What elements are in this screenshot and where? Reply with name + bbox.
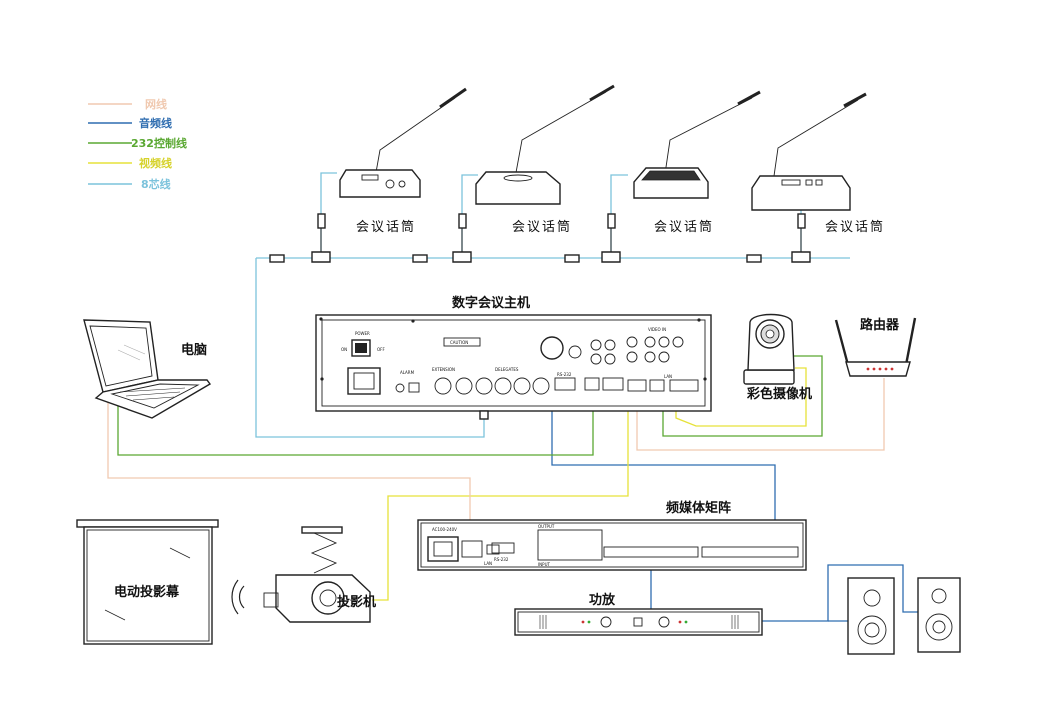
conference-mic-3 [601,90,761,263]
host-caution-text: CAUTION [450,340,468,345]
projection-screen-icon [76,519,219,645]
mic-4-label: 会议话筒 [825,219,885,235]
legend-network-label: 网线 [145,97,167,111]
laptop-icon [83,319,212,419]
legend-video-label: 视频线 [139,156,172,170]
legend-rs232-label: 232控制线 [131,136,187,150]
host-extension-text: EXTENSION [432,367,455,372]
matrix-label: 频媒体矩阵 [666,500,731,516]
host-alarm-text: ALARM [400,370,415,375]
host-lan-text: LAN [664,374,672,379]
projector-icon [263,526,371,623]
screen-label: 电动投影幕 [114,584,180,600]
camera-label: 彩色摄像机 [746,386,812,402]
conference-mic-4 [751,92,867,263]
mic-2-label: 会议话筒 [512,219,572,235]
matrix-input-text: INPUT [538,562,551,567]
host-video-text: VIDEO IN [648,327,666,332]
chain-connectors [269,254,762,263]
conference-mic-1 [311,87,467,263]
matrix-lan-text: LAN [484,561,492,566]
host-label: 数字会议主机 [452,295,530,311]
cables-network [107,378,885,548]
mic-3-label: 会议话筒 [654,219,714,235]
legend-8core-label: 8芯线 [141,177,171,191]
amplifier-unit [514,608,763,636]
router-icon [834,317,917,377]
matrix-rs232-text: RS-232 [494,557,509,562]
conference-host-unit: POWER ON OFF CAUTION ALARM EXTENSION DEL… [315,314,712,420]
matrix-output-text: OUTPUT [538,524,555,529]
legend: 网线 音频线 232控制线 视频线 8芯线 [88,97,187,191]
projector-label: 投影机 [337,594,376,610]
matrix-ac-text: AC100-240V [432,527,457,532]
cables-rs232 [117,355,823,456]
host-delegates-text: DELEGATES [495,367,519,372]
host-on-text: ON [341,347,347,352]
conference-mic-2 [452,84,615,263]
legend-audio-label: 音频线 [139,116,172,130]
amplifier-label: 功放 [589,592,616,608]
host-rs232-text: RS-232 [557,372,572,377]
mic-1-label: 会议话筒 [356,219,416,235]
media-matrix-unit: AC100-240V LAN RS-232 OUTPUT INPUT [417,519,807,571]
camera-icon [743,313,795,385]
speaker-left-icon [847,577,895,655]
wireless-signal-icon [231,579,245,615]
speaker-right-icon [917,577,961,653]
router-label: 路由器 [860,317,900,333]
computer-label: 电脑 [181,342,207,358]
host-off-text: OFF [377,347,385,352]
host-power-text: POWER [355,331,370,336]
